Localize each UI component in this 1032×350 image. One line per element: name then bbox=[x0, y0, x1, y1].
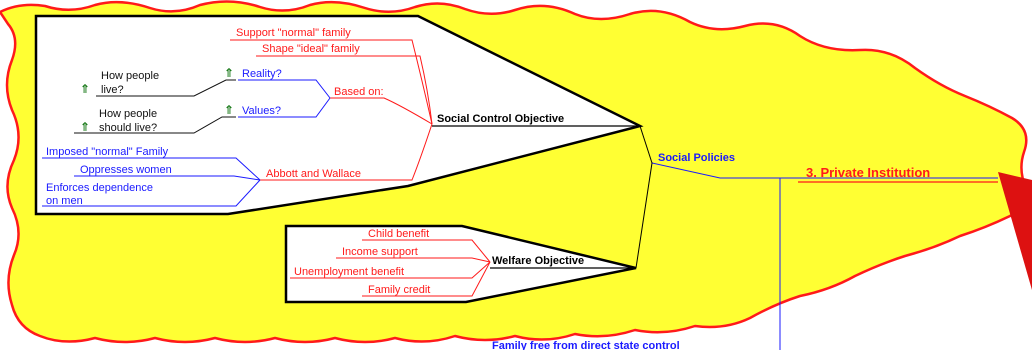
social-policies-label: Social Policies bbox=[658, 152, 735, 164]
values-label: Values? bbox=[242, 105, 281, 117]
reality-label: Reality? bbox=[242, 68, 282, 80]
how-people-should-live-line1: How people bbox=[99, 108, 157, 120]
pin-icon: ⇑ bbox=[80, 120, 90, 134]
shape-ideal-label: Shape "ideal" family bbox=[262, 43, 360, 55]
support-normal-label: Support "normal" family bbox=[236, 27, 351, 39]
enforces-dependence-line1: Enforces dependence bbox=[46, 182, 153, 194]
connector-oppresses bbox=[74, 175, 261, 181]
connector-support-normal bbox=[230, 39, 433, 125]
connector-child-benefit bbox=[362, 239, 491, 263]
red-wedge bbox=[998, 172, 1032, 290]
based-on-label: Based on: bbox=[334, 86, 384, 98]
connector-values bbox=[238, 97, 331, 118]
connector-family-credit bbox=[362, 261, 491, 297]
connector-reality bbox=[238, 79, 331, 99]
pin-icon: ⇑ bbox=[224, 103, 234, 117]
welfare-label: Welfare Objective bbox=[492, 255, 584, 267]
connector-how-live bbox=[96, 79, 236, 97]
welfare-item: Unemployment benefit bbox=[294, 266, 404, 278]
how-people-live-line1: How people bbox=[101, 70, 159, 82]
connector-shape-ideal bbox=[256, 55, 433, 125]
pin-icon: ⇑ bbox=[80, 82, 90, 96]
root-label: 3. Private Institution bbox=[806, 165, 930, 180]
connector-unemployment bbox=[290, 261, 491, 279]
connector-enforces bbox=[42, 179, 261, 207]
connector-social-control bbox=[639, 125, 653, 164]
connector-abbott bbox=[260, 123, 433, 181]
family-free-label: Family free from direct state control bbox=[492, 340, 680, 350]
enforces-dependence-line2: on men bbox=[46, 195, 83, 207]
connector-how-should-live bbox=[74, 116, 236, 134]
connector-welfare bbox=[635, 162, 653, 269]
imposed-normal-label: Imposed "normal" Family bbox=[46, 146, 169, 158]
connector-based-on bbox=[330, 97, 433, 125]
welfare-item: Income support bbox=[342, 246, 418, 258]
how-people-live-line2: live? bbox=[101, 84, 124, 96]
welfare-item: Child benefit bbox=[368, 228, 429, 240]
welfare-item: Family credit bbox=[368, 284, 430, 296]
pin-icon: ⇑ bbox=[224, 66, 234, 80]
how-people-should-live-line2: should live? bbox=[99, 122, 157, 134]
connector-income-support bbox=[336, 257, 491, 263]
social-control-label: Social Control Objective bbox=[437, 113, 564, 125]
social-control-region bbox=[34, 14, 644, 216]
welfare-region bbox=[284, 224, 637, 304]
oppresses-women-label: Oppresses women bbox=[80, 164, 172, 176]
abbott-wallace-label: Abbott and Wallace bbox=[266, 168, 361, 180]
connector-family-free bbox=[779, 178, 781, 350]
connector-imposed bbox=[42, 157, 261, 181]
